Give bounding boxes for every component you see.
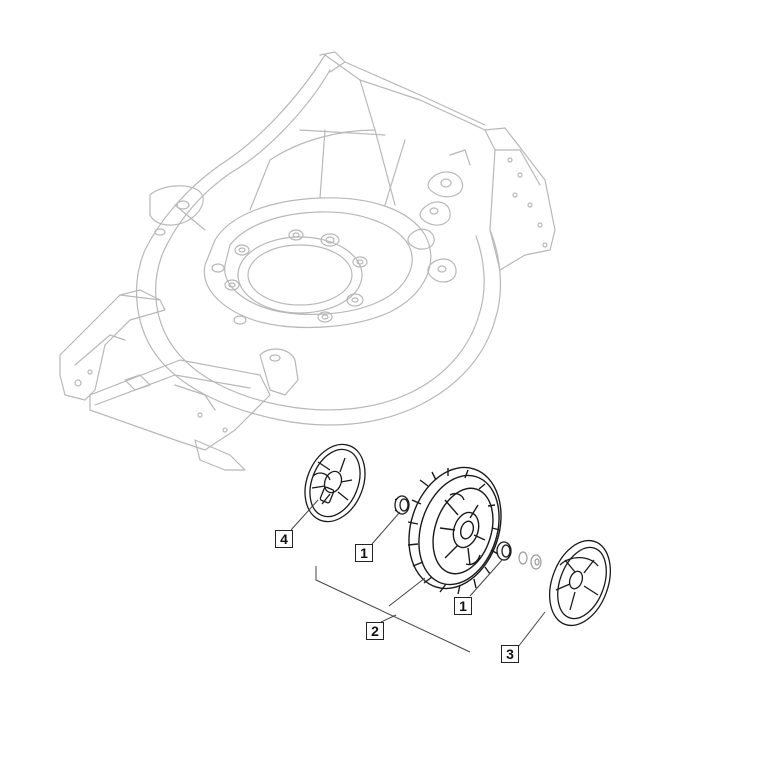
callout-3: 3 [501,645,519,663]
hub-cap-part-3 [549,539,611,627]
callout-1-right: 1 [454,597,472,615]
bushing-part-1-right [496,541,512,561]
callout-1-left: 1 [355,544,373,562]
leader-lines [290,499,546,653]
wheel-part-2 [407,466,502,595]
callout-4: 4 [275,530,293,548]
callout-2: 2 [366,622,384,640]
bushing-part-1-left [394,495,410,515]
mower-deck [59,51,556,471]
washer-parts [518,551,542,570]
hub-cap-part-4 [304,443,366,523]
